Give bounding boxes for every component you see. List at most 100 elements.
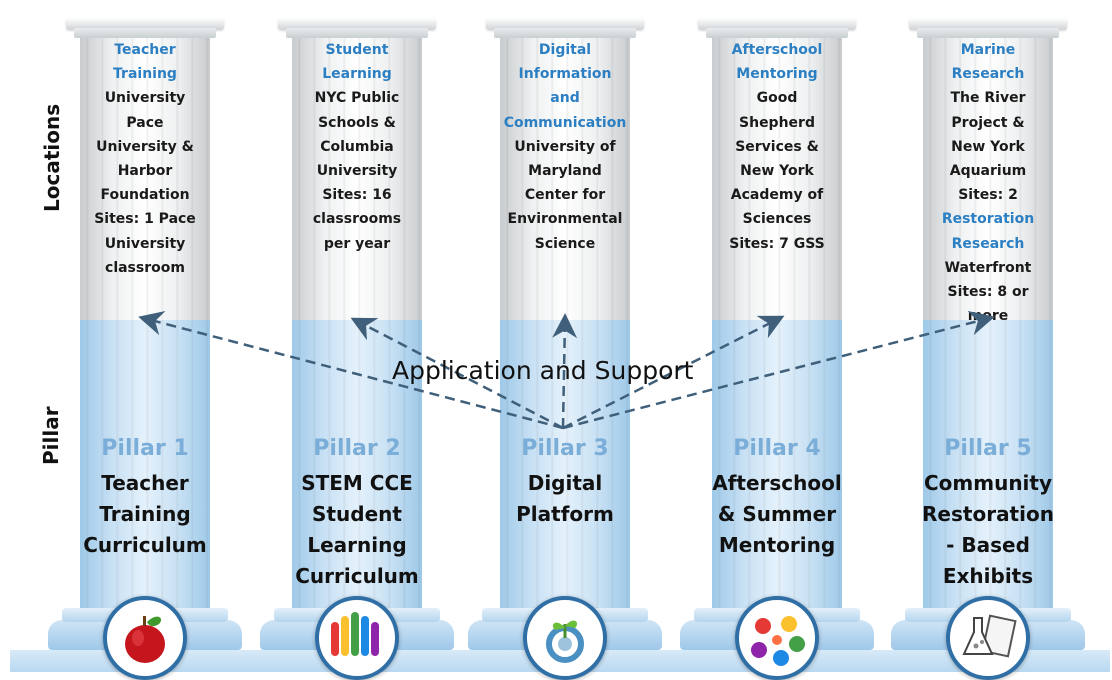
application-support-label: Application and Support — [392, 356, 694, 385]
arrow-to-pillar-2 — [350, 317, 564, 430]
location-detail-line: Sites: 1 Pace — [94, 211, 196, 228]
location-detail-line: New York — [740, 163, 814, 180]
pillar-shaft-lower — [292, 320, 422, 613]
location-detail-line: classroom — [105, 259, 185, 276]
location-heading-line: Research — [951, 235, 1025, 252]
pillar-capital-molding — [917, 28, 1059, 38]
pillar-name-line: Afterschool — [712, 471, 842, 495]
pillar-capital-molding — [286, 28, 428, 38]
pillar-capital — [909, 18, 1067, 30]
location-detail-line: University — [104, 90, 186, 107]
location-detail-line: University — [104, 235, 186, 252]
pillar-name-line: - Based — [946, 533, 1030, 557]
pillar-capital-molding — [494, 28, 636, 38]
pillar-capital-molding — [74, 28, 216, 38]
pillar-number: Pillar 2 — [313, 436, 401, 461]
location-heading-line: Teacher — [114, 42, 176, 58]
location-detail-line: University & — [96, 138, 194, 155]
pillar-name-line: Training — [99, 502, 191, 526]
location-detail-line: Shepherd — [739, 114, 815, 131]
arrow-to-pillar-4 — [562, 315, 785, 430]
location-detail-line: Environmental — [507, 211, 623, 228]
pillar-shaft-lower — [80, 320, 210, 613]
pillar-number: Pillar 3 — [521, 436, 609, 461]
location-detail-line: Services & — [735, 138, 819, 155]
location-detail-line: University of — [514, 138, 616, 155]
location-detail-line: Harbor — [117, 163, 173, 180]
pillar-name-line: Community — [923, 471, 1053, 495]
location-detail-line: per year — [323, 235, 391, 252]
location-detail-line: Good — [756, 90, 798, 107]
location-detail-line: Project & — [951, 114, 1025, 131]
location-heading-line: Restoration — [941, 211, 1035, 228]
arrow-to-pillar-5 — [562, 310, 995, 430]
location-detail-line: classrooms — [312, 211, 402, 228]
pillar-number: Pillar 5 — [944, 436, 1032, 461]
location-detail-line: University — [316, 163, 398, 180]
pillar-name-line: Curriculum — [83, 533, 207, 557]
pillar-name-line: Exhibits — [942, 564, 1034, 588]
pillar-capital — [278, 18, 436, 30]
location-heading-line: Digital — [538, 42, 592, 58]
sprout-icon — [523, 596, 607, 680]
location-heading-line: Learning — [322, 66, 392, 83]
pillar-capital — [486, 18, 644, 30]
colorful-hands-icon — [735, 596, 819, 680]
pillar-name-line: Teacher — [101, 471, 189, 495]
pillar-name-line: Learning — [307, 533, 407, 557]
pillar-name-line: Digital — [527, 471, 603, 495]
location-detail-line: Aquarium — [949, 163, 1027, 180]
apple-icon — [103, 596, 187, 680]
pillar-name-line: STEM CCE — [301, 471, 413, 495]
pillar-shaft-lower — [712, 320, 842, 613]
location-heading-line: Information — [518, 66, 612, 83]
location-detail-line: Center for — [524, 187, 606, 204]
location-detail-line: Academy of — [730, 187, 824, 204]
location-detail-line: Sites: 16 — [322, 187, 392, 204]
pillar-capital-molding — [706, 28, 848, 38]
pillar-name-line: Student — [312, 502, 402, 526]
pillar-capital — [698, 18, 856, 30]
pillar-name-line: Mentoring — [718, 533, 836, 557]
pillar-name-line: & Summer — [717, 502, 837, 526]
location-detail-line: The River — [950, 90, 1026, 107]
location-detail-line: Sites: 8 or — [947, 284, 1029, 301]
location-detail-line: Waterfront — [944, 259, 1032, 276]
location-heading-line: Research — [951, 66, 1025, 83]
location-detail-line: Sciences — [742, 211, 812, 228]
location-heading-line: Training — [113, 66, 177, 83]
pillar-shaft-lower — [500, 320, 630, 613]
pillar-number: Pillar 4 — [733, 436, 821, 461]
location-heading-line: Student — [325, 42, 389, 58]
location-detail-line: Foundation — [100, 187, 190, 204]
location-detail-line: Sites: 7 GSS — [729, 235, 825, 252]
raised-hands-icon — [315, 596, 399, 680]
pillar-shaft-lower — [923, 320, 1053, 613]
location-heading-line: Marine — [960, 42, 1016, 58]
location-heading-line: Afterschool — [731, 42, 823, 58]
arrow-to-pillar-3 — [552, 313, 578, 429]
location-detail-line: Sites: 2 — [958, 187, 1018, 204]
location-detail-line: Maryland — [528, 163, 602, 180]
location-detail-line: New York — [951, 138, 1025, 155]
pillar-name-line: Platform — [516, 502, 614, 526]
pillar-number: Pillar 1 — [101, 436, 189, 461]
location-detail-line: Pace — [126, 114, 164, 131]
pillar-name-line: Restoration — [922, 502, 1054, 526]
pillar-capital — [66, 18, 224, 30]
arrow-to-pillar-1 — [138, 310, 564, 430]
